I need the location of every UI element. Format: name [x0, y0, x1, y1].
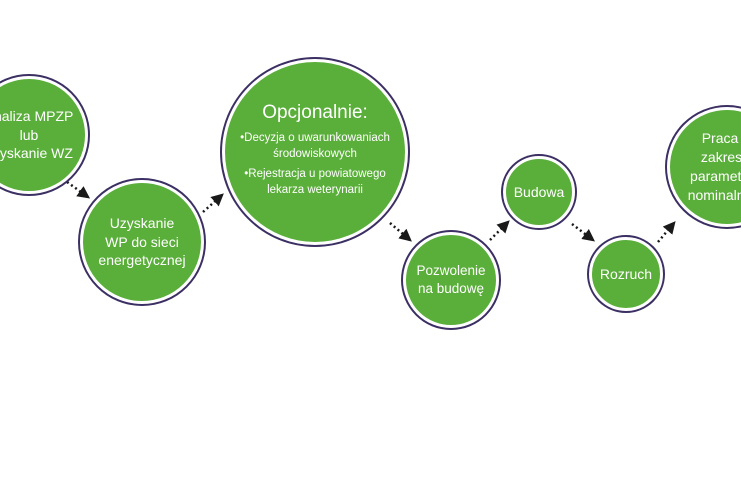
step-node-wp-text: Uzyskanie WP do sieci energetycznej — [88, 214, 195, 271]
step-node-pozwolenie-text: Pozwolenie na budowę — [406, 262, 495, 298]
step-label-line: energetycznej — [98, 252, 186, 269]
arrow-n6-to-n7 — [657, 221, 676, 243]
step-node-budowa: Budowa — [503, 156, 575, 228]
step-label-line: Analiza MPZP — [0, 107, 74, 124]
step-label-line: Rozruch — [599, 265, 653, 282]
step-node-optional: Opcjonalnie: •Decyzja o uwarunkowaniach … — [222, 59, 408, 245]
step-label-line: Budowa — [513, 183, 565, 200]
step-node-wp: Uzyskanie WP do sieci energetycznej — [80, 180, 204, 304]
arrow-n1-to-n2 — [66, 180, 91, 199]
step-label-line: WP do sieci — [105, 233, 179, 250]
arrow-n2-to-n3 — [202, 193, 224, 213]
step-node-optional-text: Opcjonalnie: •Decyzja o uwarunkowaniach … — [225, 102, 405, 202]
step-label-line: uzyskanie WZ — [0, 145, 73, 162]
optional-item: •Rejestracja u powiatowego lekarza weter… — [244, 168, 386, 197]
step-node-budowa-text: Budowa — [514, 183, 565, 202]
optional-title: Opcjonalnie: — [262, 101, 368, 123]
step-label-line: parametrów — [690, 168, 741, 184]
step-label-line: Pozwolenie — [416, 262, 486, 278]
arrow-n4-to-n5 — [489, 220, 510, 241]
step-label-line: Uzyskanie — [109, 214, 175, 231]
step-label-line: na budowę — [417, 281, 485, 296]
step-node-pozwolenie: Pozwolenie na budowę — [403, 232, 499, 328]
arrow-n5-to-n6 — [571, 223, 595, 242]
step-label-line: Praca w zakresie — [700, 130, 741, 166]
optional-item: •Decyzja o uwarunkowaniach środowiskowyc… — [240, 131, 390, 160]
step-node-analiza-text: Analiza MPZP lub uzyskanie WZ — [0, 107, 83, 164]
step-node-rozruch: Rozruch — [589, 237, 663, 311]
step-node-praca-text: Praca w zakresie parametrów nominalnych — [670, 129, 741, 205]
step-label-line: nominalnych — [687, 186, 741, 203]
step-node-rozruch-text: Rozruch — [600, 265, 652, 284]
arrow-n3-to-n4 — [389, 222, 412, 242]
step-label-line: lub — [19, 126, 39, 143]
